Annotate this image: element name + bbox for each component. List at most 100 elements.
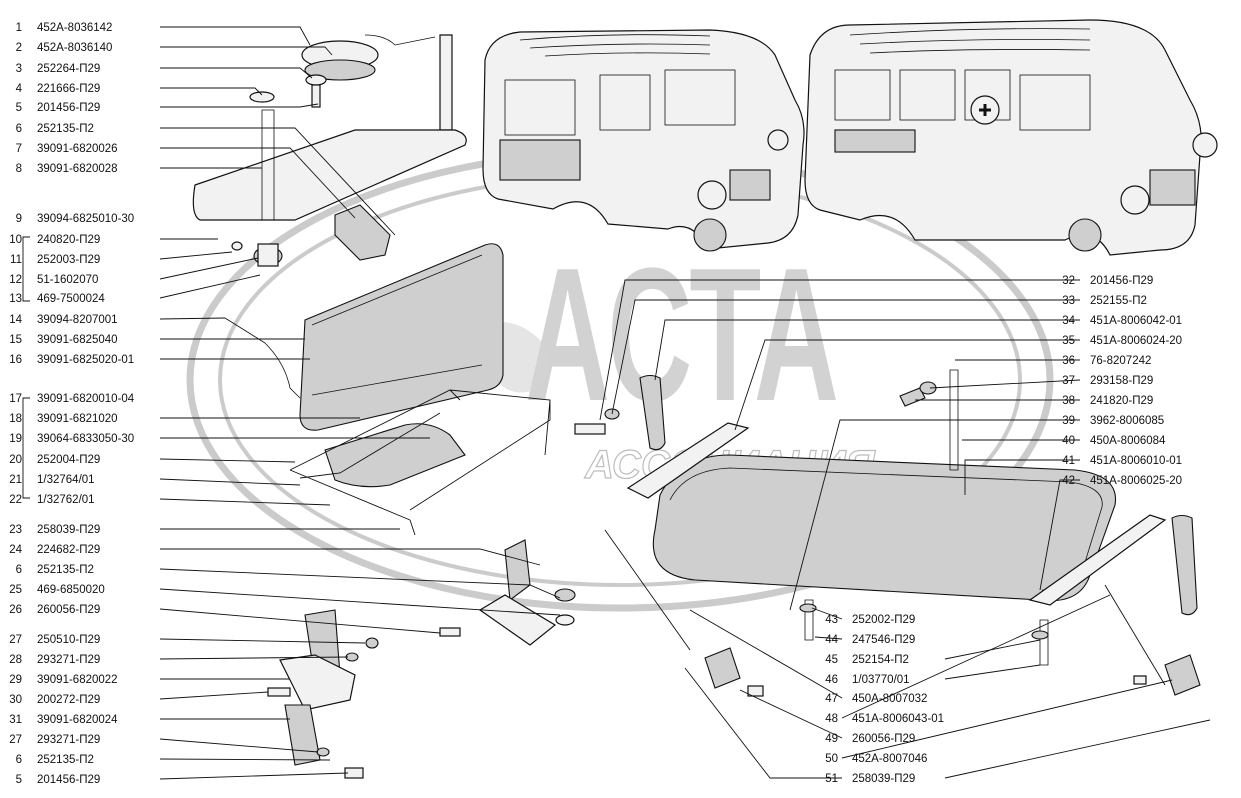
callout-number: 24 <box>9 544 22 556</box>
part-number: 39091-6820028 <box>37 163 118 175</box>
part-number: 450А-8006084 <box>1090 435 1166 447</box>
backrest-seat <box>224 243 504 431</box>
callout-number: 5 <box>16 102 22 114</box>
callout-number: 8 <box>16 163 22 175</box>
callout-number: 41 <box>1062 455 1075 467</box>
callout-number: 26 <box>9 604 22 616</box>
part-number: 452А-8007046 <box>852 753 927 765</box>
callout-number: 29 <box>9 674 22 686</box>
part-number: 39091-6820024 <box>37 714 118 726</box>
part-number: 39091-6825040 <box>37 334 118 346</box>
folding-table <box>574 369 1201 697</box>
callout-number: 40 <box>1062 435 1075 447</box>
part-number: 39091-6825020-01 <box>37 354 134 366</box>
part-number: 76-8207242 <box>1090 355 1151 367</box>
callout-number: 15 <box>9 334 22 346</box>
part-number: 1/03770/01 <box>852 674 910 686</box>
callout-number: 34 <box>1062 315 1075 327</box>
group-bracket-17-22 <box>22 397 30 499</box>
part-number: 201456-П29 <box>1090 275 1153 287</box>
callout-number: 27 <box>9 634 22 646</box>
part-number: 260056-П29 <box>37 604 100 616</box>
van2-table-top <box>834 129 916 153</box>
callout-label: 27 250510-П29 <box>9 634 100 646</box>
callout-number: 14 <box>9 314 22 326</box>
callout-number: 13 <box>9 293 22 305</box>
lower-seat-frame <box>289 389 551 536</box>
callout-number: 6 <box>16 754 22 766</box>
callout-number: 50 <box>825 753 838 765</box>
left-leaders <box>159 26 561 780</box>
part-number: 450А-8007032 <box>852 693 927 705</box>
van-rear-illustration <box>482 29 805 252</box>
callout-number: 17 <box>9 393 22 405</box>
callout-number: 4 <box>16 83 23 95</box>
part-number: 451А-8006043-01 <box>852 713 944 725</box>
part-number: 39094-6825010-30 <box>37 213 134 225</box>
callout-number: 21 <box>9 474 22 486</box>
upper-seat-assembly <box>192 109 467 267</box>
callout-label: 14 39094-8207001 <box>9 314 117 326</box>
callout-number: 30 <box>9 694 22 706</box>
callout-number: 46 <box>825 674 838 686</box>
callout-number: 33 <box>1062 295 1075 307</box>
callout-number: 7 <box>16 143 22 155</box>
part-number: 39091-6820026 <box>37 143 118 155</box>
callout-number: 12 <box>9 274 22 286</box>
van-side-illustration <box>804 19 1218 256</box>
callout-number: 48 <box>825 713 838 725</box>
callout-number: 11 <box>10 254 22 266</box>
part-number: 258039-П29 <box>37 524 100 536</box>
part-number: 39094-8207001 <box>37 314 118 326</box>
part-number: 469-6850020 <box>37 584 105 596</box>
part-number: 293271-П29 <box>37 654 100 666</box>
part-number: 451А-8006025-20 <box>1090 475 1182 487</box>
callout-label: 5 201456-П29 <box>16 102 101 114</box>
watermark-main-text: АСТА <box>525 229 839 441</box>
callout-number: 16 <box>9 354 22 366</box>
callout-number: 31 <box>9 714 22 726</box>
callout-label: 31 39091-6820024 <box>9 714 118 726</box>
callout-label: 40 450А-8006084 <box>1062 435 1166 447</box>
callout-number: 20 <box>9 454 22 466</box>
callout-number: 27 <box>9 734 22 746</box>
part-number: 469-7500024 <box>37 293 105 305</box>
callout-number: 32 <box>1062 275 1075 287</box>
callout-label: 12 51-1602070 <box>9 274 98 286</box>
callout-number: 43 <box>825 614 838 626</box>
part-number: 51-1602070 <box>37 274 98 286</box>
part-number: 252154-П2 <box>852 654 909 666</box>
part-number: 452А-8036140 <box>37 42 112 54</box>
callout-number: 6 <box>16 564 22 576</box>
part-number: 39064-6833050-30 <box>37 433 134 445</box>
part-number: 252135-П2 <box>37 754 94 766</box>
part-number: 201456-П29 <box>37 102 100 114</box>
callout-number: 3 <box>16 63 22 75</box>
hinge-bracket <box>439 539 576 646</box>
part-number: 252002-П29 <box>852 614 915 626</box>
part-number: 3962-8006085 <box>1090 415 1164 427</box>
callout-number: 10 <box>9 234 22 246</box>
callout-number: 42 <box>1062 475 1075 487</box>
part-number: 250510-П29 <box>37 634 100 646</box>
part-number: 1/32762/01 <box>37 494 95 506</box>
